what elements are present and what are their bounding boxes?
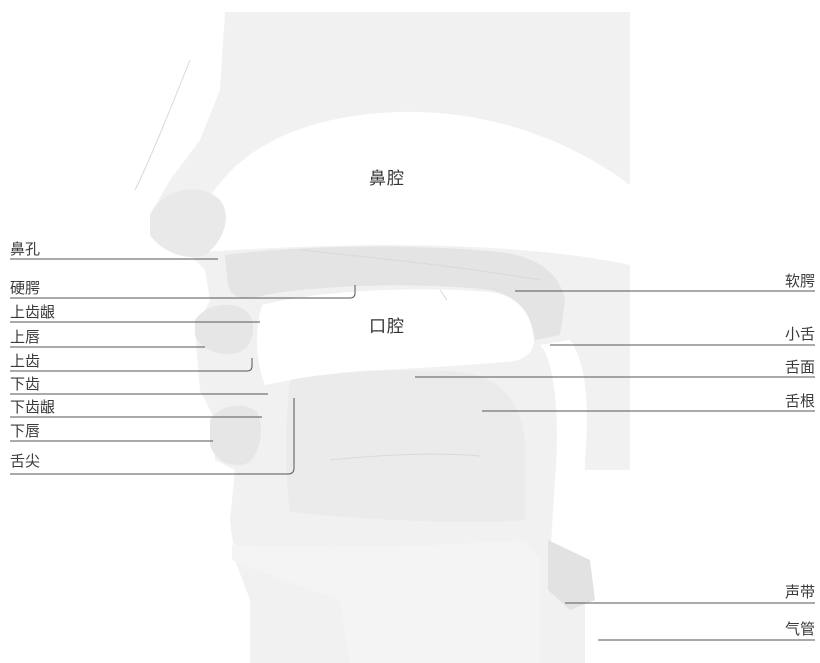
label-vocal-cords: 声带 [784, 583, 815, 601]
pharynx-shape [540, 340, 587, 560]
label-upper-lip: 上唇 [10, 328, 41, 346]
label-lower-lip: 下唇 [10, 422, 41, 440]
label-lower-teeth: 下齿 [10, 375, 41, 393]
left-leader-lines [10, 258, 356, 475]
label-tongue-tip: 舌尖 [10, 452, 41, 470]
palate-band [225, 246, 565, 340]
label-tongue-root: 舌根 [784, 392, 815, 410]
label-tongue-surface: 舌面 [784, 358, 815, 376]
right-leader-lines [415, 290, 815, 641]
upper-lip-shape [195, 304, 254, 355]
nasal-cavity-label: 鼻腔 [369, 169, 405, 189]
label-lower-gum: 下齿龈 [10, 398, 56, 416]
label-upper-gum: 上齿龈 [10, 303, 56, 321]
neck-gap [232, 540, 540, 663]
nasal-cavity-shape [200, 111, 630, 265]
leader-upper-teeth [10, 358, 253, 372]
label-soft-palate: 软腭 [784, 272, 815, 290]
label-hard-palate: 硬腭 [10, 279, 41, 297]
label-upper-teeth: 上齿 [10, 352, 41, 370]
sketch-strokes [134, 59, 541, 461]
tongue-shape [286, 370, 525, 523]
label-trachea: 气管 [784, 620, 815, 638]
larynx-shape [548, 540, 595, 610]
leader-hard-palate [10, 285, 356, 299]
nose-tip [150, 189, 226, 258]
oral-cavity-label: 口腔 [369, 317, 405, 337]
lower-lip-shape [210, 405, 262, 466]
oral-cavity-shape [257, 289, 534, 385]
label-nostril: 鼻孔 [10, 240, 41, 258]
label-uvula: 小舌 [784, 325, 815, 343]
leader-tongue-tip [10, 398, 295, 475]
